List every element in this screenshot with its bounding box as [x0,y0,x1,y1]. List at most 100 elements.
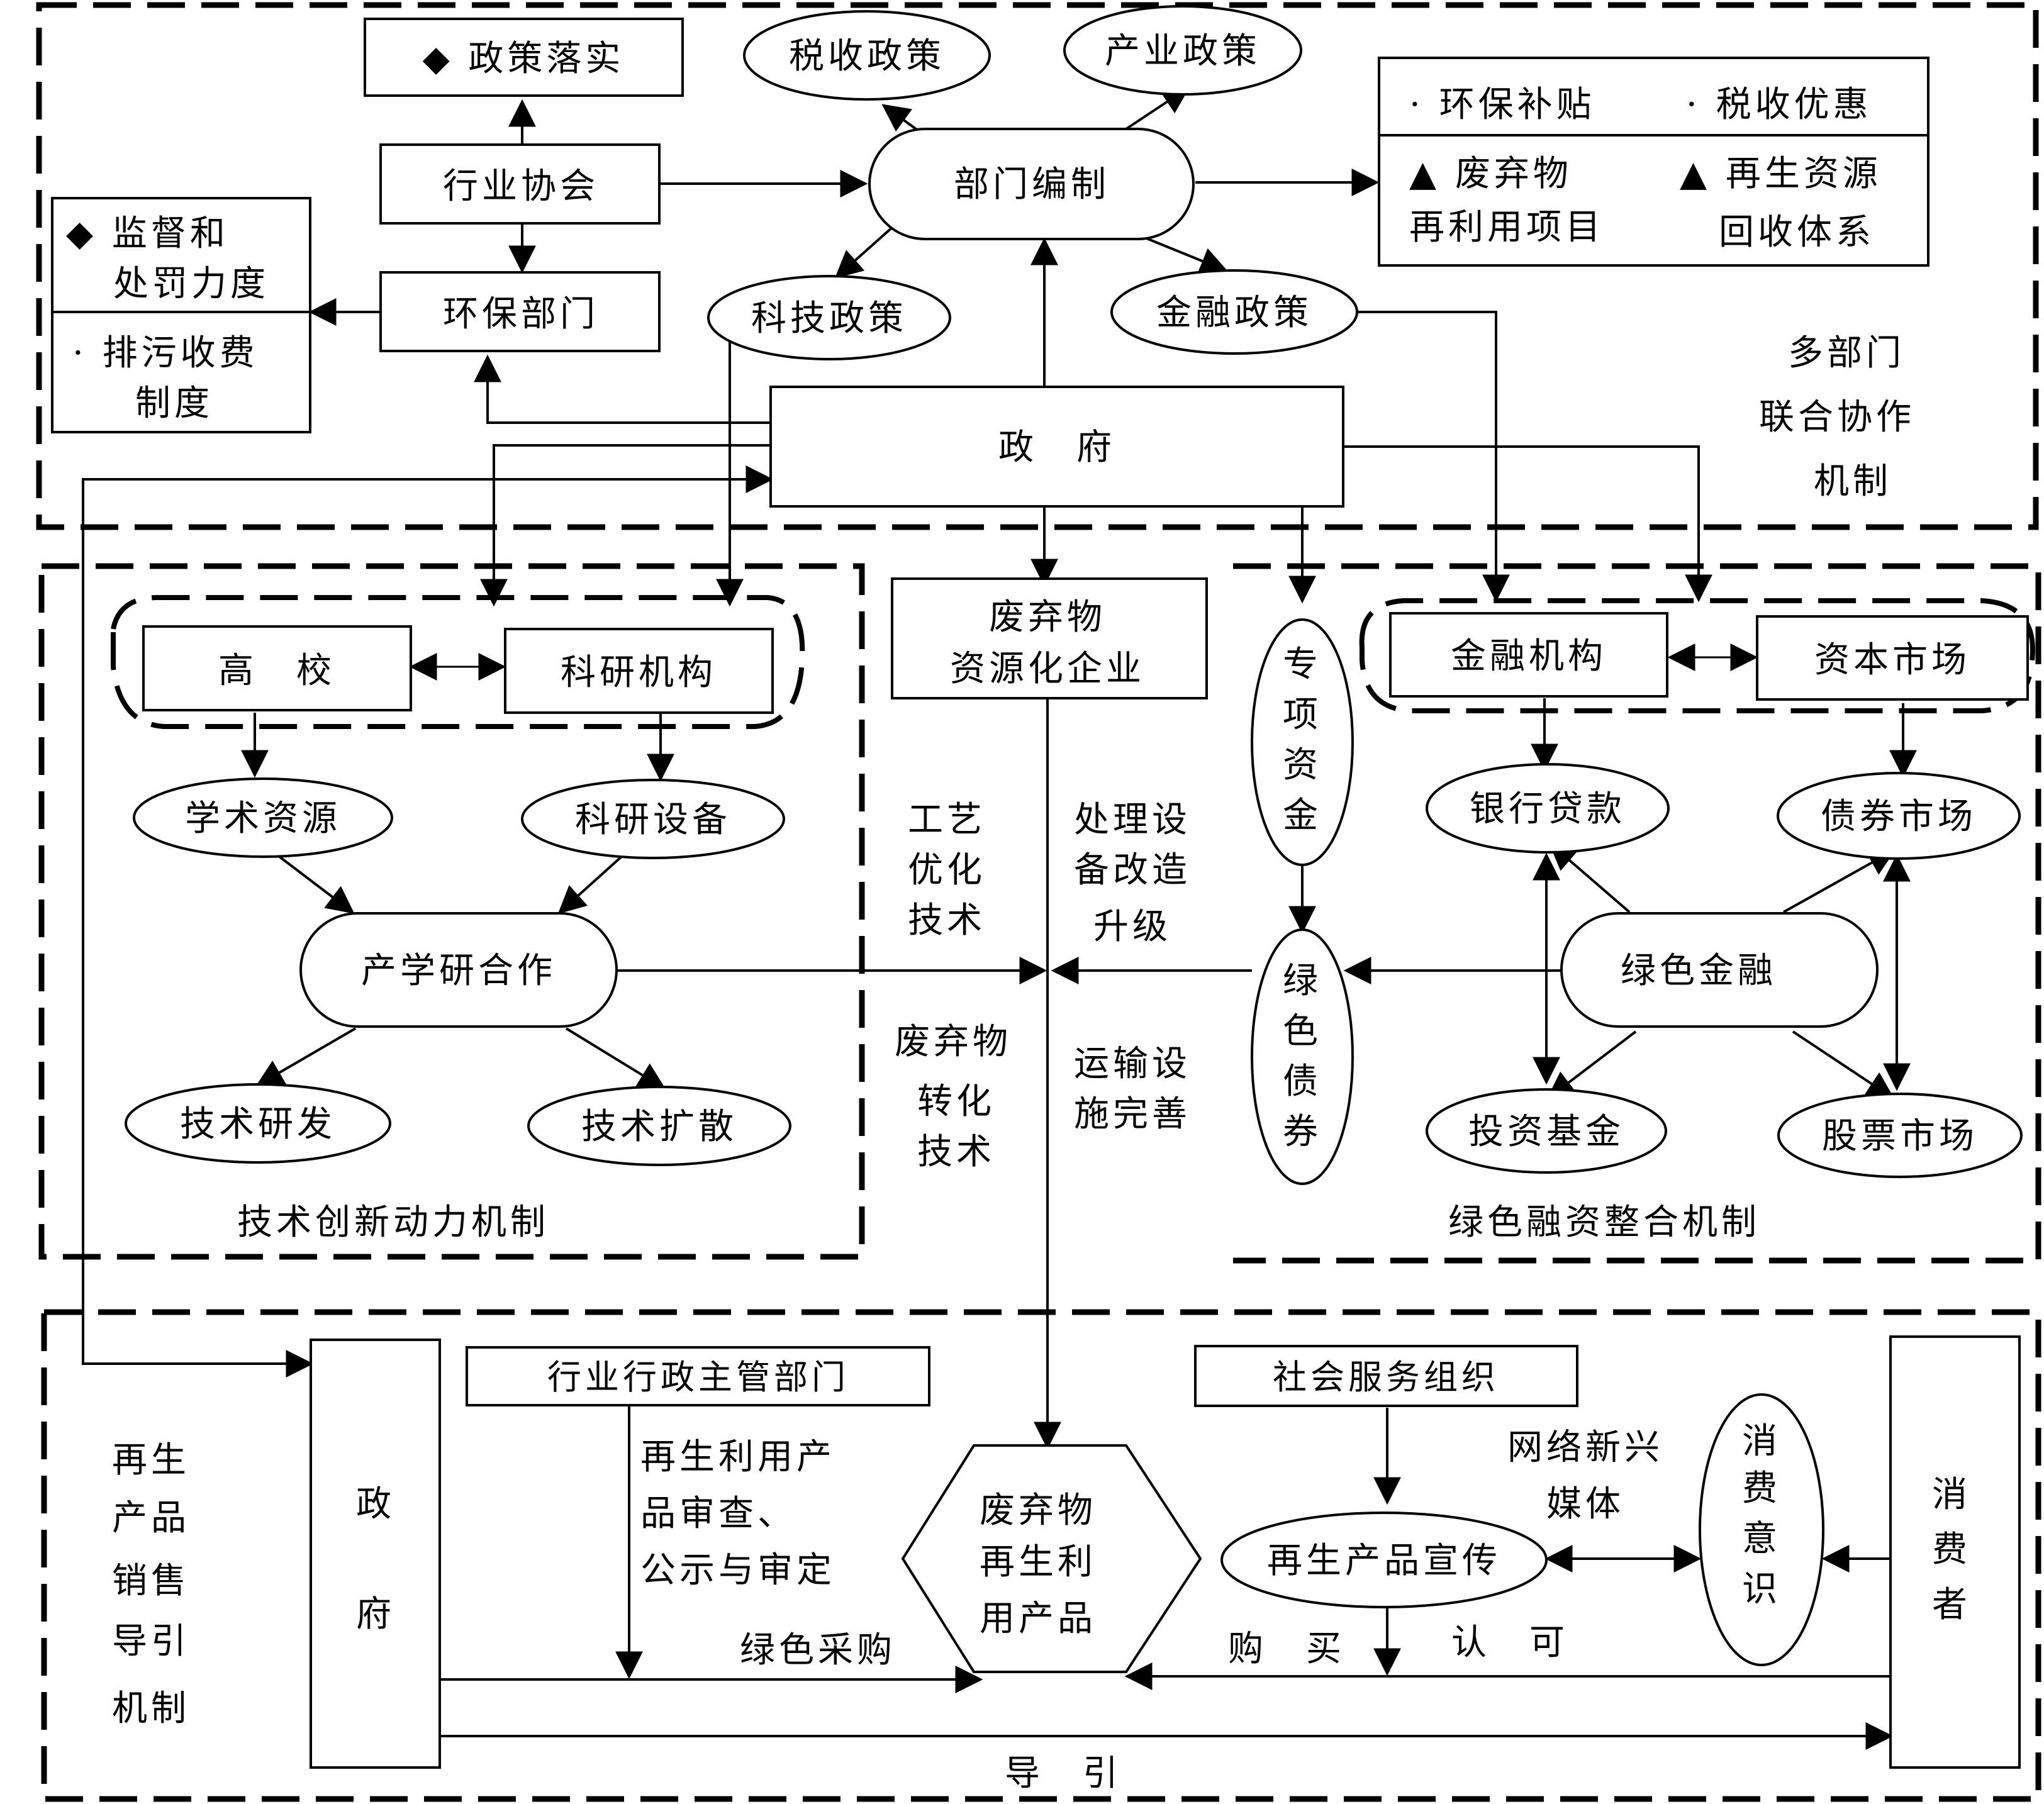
policy-measures-box: · 环保补贴 · 税收优惠 ▲ 废弃物 再利用项目 ▲ 再生资源 回收体系 [1378,57,1930,267]
guide-mechanism-label: 再生 产品 销售 导引 机制 [112,1440,190,1729]
consumer-node: 消 费 者 [1889,1335,2021,1769]
social-org-node: 社会服务组织 [1194,1345,1578,1407]
svg-text:再生产品宣传: 再生产品宣传 [1267,1540,1501,1581]
special-fund-node: 专 项 资 金 [1251,618,1354,866]
svg-text:媒体: 媒体 [1546,1484,1624,1525]
svg-text:废弃物: 废弃物 [895,1022,1012,1062]
tax-policy-node: 税收政策 [743,10,991,101]
svg-text:学术资源: 学术资源 [185,798,341,839]
svg-text:转化: 转化 [917,1081,995,1122]
svg-text:券: 券 [1283,1111,1322,1152]
svg-text:消: 消 [1932,1474,1971,1515]
equipment-upgrade-label: 处理设 备改造 升级 [1074,799,1191,947]
svg-text:部门编制: 部门编制 [954,164,1110,205]
capital-market-node: 资本市场 [1756,615,2029,701]
finance-mechanism-label: 绿色融资整合机制 [1448,1202,1760,1243]
svg-text:金: 金 [1283,795,1322,836]
svg-text:绿色金融: 绿色金融 [1621,950,1777,991]
svg-text:意: 意 [1742,1518,1781,1559]
recognize-label: 认 可 [1451,1622,1568,1663]
svg-text:备改造: 备改造 [1074,850,1191,891]
new-media-label: 网络新兴 媒体 [1507,1427,1663,1525]
svg-text:资本市场: 资本市场 [1814,640,1970,681]
review-label: 再生利用产 品审查、 公示与审定 [640,1437,835,1591]
dept-planning-node: 部门编制 [868,128,1195,240]
svg-text:费: 费 [1932,1529,1971,1570]
tech-diffusion-node: 技术扩散 [527,1086,791,1166]
consumer-awareness-node: 消 费 意 识 [1699,1393,1824,1666]
process-tech-label: 工艺 优化 技术 [908,799,986,941]
svg-text:技术研发: 技术研发 [180,1104,336,1145]
research-institute-node: 科研机构 [504,628,774,714]
svg-text:行业行政主管部门: 行业行政主管部门 [547,1357,849,1397]
svg-text:技术: 技术 [917,1132,995,1172]
svg-text:制度: 制度 [135,383,213,424]
svg-text:工艺: 工艺 [908,799,986,840]
finance-policy-node: 金融政策 [1110,269,1358,355]
svg-text:再生利: 再生利 [980,1542,1097,1583]
svg-text:联合协作: 联合协作 [1759,397,1915,438]
svg-text:产学研合作: 产学研合作 [361,950,556,991]
green-bond-node: 绿 色 债 券 [1251,928,1354,1185]
svg-text:债券市场: 债券市场 [1821,796,1977,837]
svg-text:◆ 监督和: ◆ 监督和 [66,213,229,254]
svg-text:多部门: 多部门 [1788,333,1905,374]
multi-dept-mechanism-label: 多部门 联合协作 机制 [1759,333,1915,502]
svg-text:再生: 再生 [112,1440,190,1481]
svg-text:回收体系: 回收体系 [1719,212,1875,253]
svg-text:金融机构: 金融机构 [1451,636,1607,677]
env-dept-node: 环保部门 [379,271,661,352]
svg-text:消: 消 [1742,1421,1781,1462]
svg-text:资: 资 [1283,745,1322,786]
svg-text:费: 费 [1742,1468,1781,1509]
svg-text:公示与审定: 公示与审定 [640,1550,835,1591]
government-bottom-node: 政 府 [310,1339,441,1769]
purchase-label: 购 买 [1228,1629,1345,1669]
svg-text:绿: 绿 [1283,960,1322,1001]
svg-text:废弃物: 废弃物 [989,597,1106,638]
svg-text:政 府: 政 府 [998,427,1115,468]
svg-text:债: 债 [1283,1061,1322,1102]
svg-text:运输设: 运输设 [1074,1044,1191,1084]
svg-text:科研机构: 科研机构 [561,652,717,693]
svg-text:· 排污收费: · 排污收费 [72,333,259,374]
svg-text:行业协会: 行业协会 [443,166,599,207]
svg-text:识: 识 [1742,1569,1781,1610]
iur-cooperation-node: 产学研合作 [299,912,618,1028]
transport-label: 运输设 施完善 [1074,1044,1191,1135]
svg-text:处罚力度: 处罚力度 [113,264,269,304]
bank-loan-node: 银行贷款 [1426,763,1670,854]
conversion-tech-label: 废弃物 转化 技术 [895,1022,1012,1172]
research-equipment-node: 科研设备 [521,779,785,859]
green-purchase-label: 绿色采购 [740,1630,896,1671]
svg-text:· 税收优惠: · 税收优惠 [1686,84,1872,125]
svg-text:税收政策: 税收政策 [789,36,945,77]
svg-text:专: 专 [1283,644,1322,685]
svg-text:▲ 废弃物: ▲ 废弃物 [1409,153,1572,194]
svg-text:再生利用产: 再生利用产 [640,1437,835,1478]
svg-text:项: 项 [1283,694,1322,735]
svg-text:处理设: 处理设 [1074,799,1191,840]
tech-rd-node: 技术研发 [125,1083,391,1164]
svg-text:股票市场: 股票市场 [1822,1116,1978,1157]
svg-text:色: 色 [1283,1011,1322,1052]
svg-text:机制: 机制 [112,1688,190,1729]
svg-text:销售: 销售 [112,1561,190,1601]
svg-text:金融政策: 金融政策 [1156,292,1312,333]
svg-text:科研设备: 科研设备 [575,799,731,840]
svg-text:导引: 导引 [112,1621,190,1662]
svg-text:社会服务组织: 社会服务组织 [1273,1357,1499,1397]
svg-text:升级: 升级 [1093,906,1171,947]
svg-text:府: 府 [356,1594,395,1635]
academic-resources-node: 学术资源 [133,777,393,858]
industry-policy-node: 产业政策 [1063,5,1302,96]
financial-institution-node: 金融机构 [1389,612,1668,698]
svg-text:产业政策: 产业政策 [1105,31,1261,72]
svg-text:再利用项目: 再利用项目 [1409,207,1604,248]
guide-label: 导 引 [1005,1753,1122,1794]
government-top-node: 政 府 [769,386,1344,508]
svg-text:网络新兴: 网络新兴 [1507,1427,1663,1468]
svg-text:技术: 技术 [908,900,986,941]
svg-text:资源化企业: 资源化企业 [950,649,1145,689]
